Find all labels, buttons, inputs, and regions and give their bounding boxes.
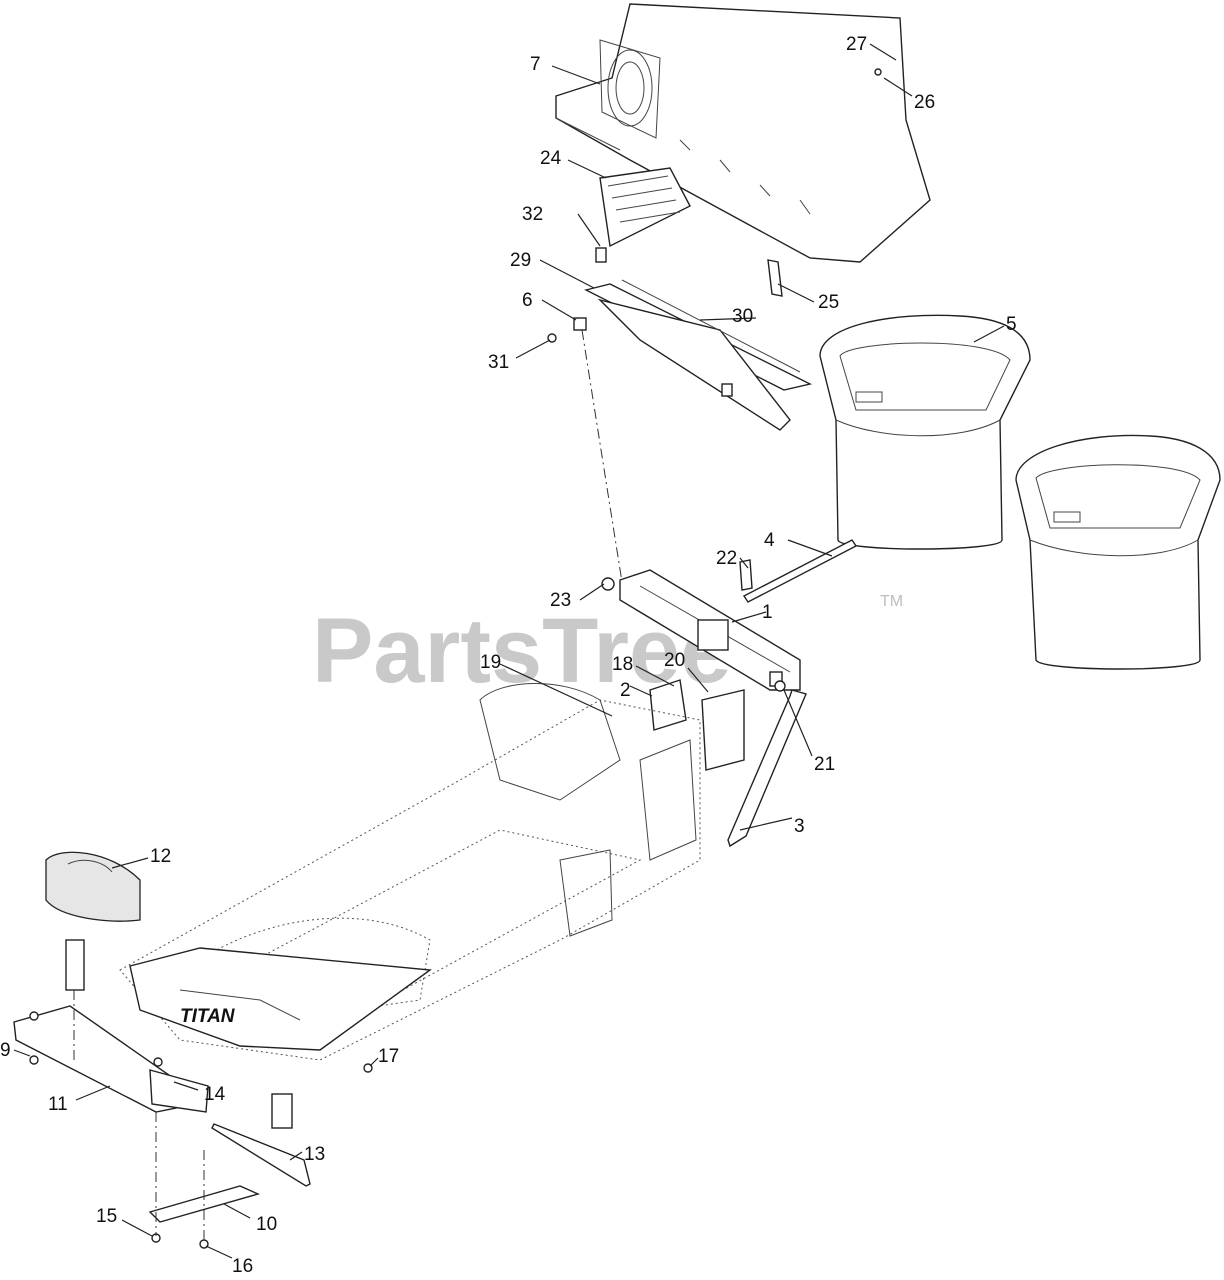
watermark-trademark: TM xyxy=(880,593,903,610)
callout-14[interactable]: 14 xyxy=(204,1084,226,1105)
part-bolt-14[interactable] xyxy=(153,1057,163,1067)
part-ring[interactable] xyxy=(601,577,615,591)
callout-22[interactable]: 22 xyxy=(716,548,737,569)
callout-10[interactable]: 10 xyxy=(256,1214,277,1235)
callout-3[interactable]: 3 xyxy=(794,816,805,837)
part-pin[interactable] xyxy=(739,559,753,591)
callout-21[interactable]: 21 xyxy=(814,754,835,775)
callout-32[interactable]: 32 xyxy=(522,204,543,225)
callout-1[interactable]: 1 xyxy=(762,602,773,623)
callout-labels: 1 2 3 4 5 6 7 9 10 11 12 13 14 15 16 17 … xyxy=(0,34,1017,1277)
callout-17[interactable]: 17 xyxy=(378,1046,399,1067)
callout-13[interactable]: 13 xyxy=(304,1144,325,1165)
part-bracket-20[interactable] xyxy=(701,689,745,771)
callout-18[interactable]: 18 xyxy=(612,654,633,675)
callout-6[interactable]: 6 xyxy=(522,290,533,311)
callout-30[interactable]: 30 xyxy=(732,306,753,327)
part-rod-13[interactable] xyxy=(211,1123,311,1187)
model-badge: TITAN xyxy=(180,1006,236,1027)
part-plate-14[interactable] xyxy=(149,1069,209,1113)
callout-27[interactable]: 27 xyxy=(846,34,867,55)
callout-7[interactable]: 7 xyxy=(530,54,541,75)
leader-lines xyxy=(13,43,1005,1259)
part-bolt-9b[interactable] xyxy=(29,1055,39,1065)
part-bolt-9a[interactable] xyxy=(29,1011,39,1021)
callout-25[interactable]: 25 xyxy=(818,292,839,313)
part-clip-32[interactable] xyxy=(595,247,607,263)
callout-20[interactable]: 20 xyxy=(664,650,685,671)
callout-31[interactable]: 31 xyxy=(488,352,509,373)
part-support-bar[interactable] xyxy=(727,689,807,848)
part-grill[interactable] xyxy=(599,167,691,248)
callout-5[interactable]: 5 xyxy=(1006,314,1017,335)
part-post-left[interactable] xyxy=(65,939,85,991)
part-bag-front[interactable] xyxy=(1015,434,1221,670)
callout-9[interactable]: 9 xyxy=(0,1040,11,1061)
part-bag-rear[interactable] xyxy=(819,314,1031,550)
part-bracket-2[interactable] xyxy=(649,679,687,731)
part-hood[interactable] xyxy=(555,3,931,263)
part-frame[interactable] xyxy=(119,683,701,1061)
part-bolt-26[interactable] xyxy=(874,68,882,76)
callout-4[interactable]: 4 xyxy=(764,530,775,551)
part-washer-21[interactable] xyxy=(774,680,786,692)
callout-19[interactable]: 19 xyxy=(480,652,501,673)
callout-11[interactable]: 11 xyxy=(48,1094,68,1115)
callout-29[interactable]: 29 xyxy=(510,250,531,271)
part-rod[interactable] xyxy=(742,539,858,603)
callout-15[interactable]: 15 xyxy=(96,1206,117,1227)
callout-23[interactable]: 23 xyxy=(550,590,571,611)
alignment-lines xyxy=(73,990,205,1240)
assembly-line xyxy=(581,329,623,583)
callout-16[interactable]: 16 xyxy=(232,1256,253,1277)
watermark: PartsTree TM xyxy=(312,593,903,702)
callout-2[interactable]: 2 xyxy=(620,680,631,701)
callout-26[interactable]: 26 xyxy=(914,92,935,113)
part-latch[interactable] xyxy=(767,259,783,297)
part-mount-bar[interactable] xyxy=(573,279,813,431)
part-weight[interactable] xyxy=(45,851,141,922)
callout-24[interactable]: 24 xyxy=(540,148,562,169)
part-block-6[interactable] xyxy=(573,317,587,331)
part-post-right[interactable] xyxy=(271,1093,293,1129)
callout-12[interactable]: 12 xyxy=(150,846,171,867)
